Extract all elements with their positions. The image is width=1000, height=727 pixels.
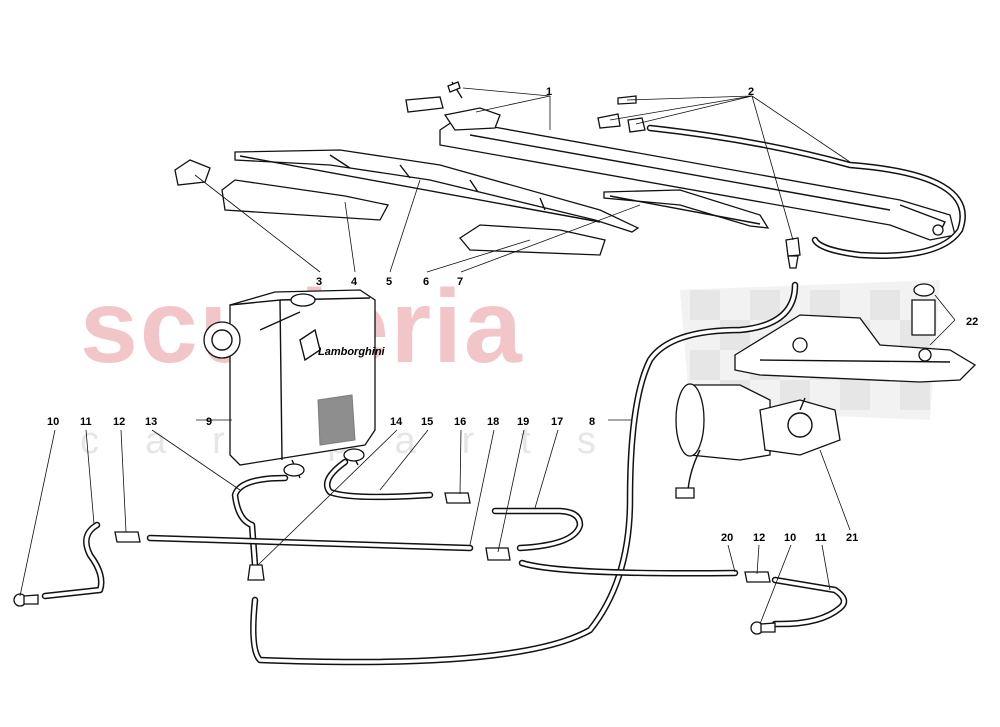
callout-21: 21 bbox=[846, 532, 858, 544]
callout-12-right: 12 bbox=[753, 532, 765, 544]
callout-22: 22 bbox=[966, 316, 978, 328]
callout-10-left: 10 bbox=[47, 416, 59, 428]
callout-1: 1 bbox=[546, 86, 552, 98]
callouts: 1 2 3 4 5 6 7 8 9 10 11 12 13 14 15 16 1… bbox=[47, 86, 978, 544]
wiper-arm bbox=[405, 81, 956, 241]
callout-10-right: 10 bbox=[784, 532, 796, 544]
callout-11-left: 11 bbox=[80, 416, 92, 428]
leader-lines bbox=[19, 87, 956, 625]
wiper-motor bbox=[675, 283, 977, 499]
hose-15 bbox=[323, 458, 434, 501]
callout-16: 16 bbox=[454, 416, 466, 428]
hose-13 bbox=[231, 474, 289, 569]
small-spoiler bbox=[459, 224, 606, 256]
callout-4: 4 bbox=[351, 276, 358, 288]
callout-5: 5 bbox=[386, 276, 392, 288]
callout-15: 15 bbox=[421, 416, 433, 428]
callout-7: 7 bbox=[457, 276, 463, 288]
tank-brand-logo: Lamborghini bbox=[318, 346, 386, 358]
callout-19: 19 bbox=[517, 416, 529, 428]
callout-6: 6 bbox=[423, 276, 429, 288]
callout-14: 14 bbox=[390, 416, 403, 428]
blade-spoiler bbox=[221, 179, 389, 221]
blade-clip bbox=[174, 159, 211, 186]
connectors bbox=[13, 492, 776, 635]
callout-20: 20 bbox=[721, 532, 733, 544]
callout-12-left: 12 bbox=[113, 416, 125, 428]
callout-9: 9 bbox=[206, 416, 212, 428]
callout-2: 2 bbox=[748, 86, 754, 98]
wiper-blade-small bbox=[603, 189, 770, 229]
callout-13: 13 bbox=[145, 416, 157, 428]
washer-tank: Lamborghini bbox=[203, 289, 386, 479]
callout-17: 17 bbox=[551, 416, 563, 428]
callout-18: 18 bbox=[487, 416, 499, 428]
hose-17 bbox=[491, 507, 584, 552]
callout-8: 8 bbox=[589, 416, 595, 428]
arm-caps bbox=[597, 95, 966, 269]
callout-11-right: 11 bbox=[815, 532, 827, 544]
callout-3: 3 bbox=[316, 276, 322, 288]
wiper-blade-main bbox=[234, 149, 640, 233]
